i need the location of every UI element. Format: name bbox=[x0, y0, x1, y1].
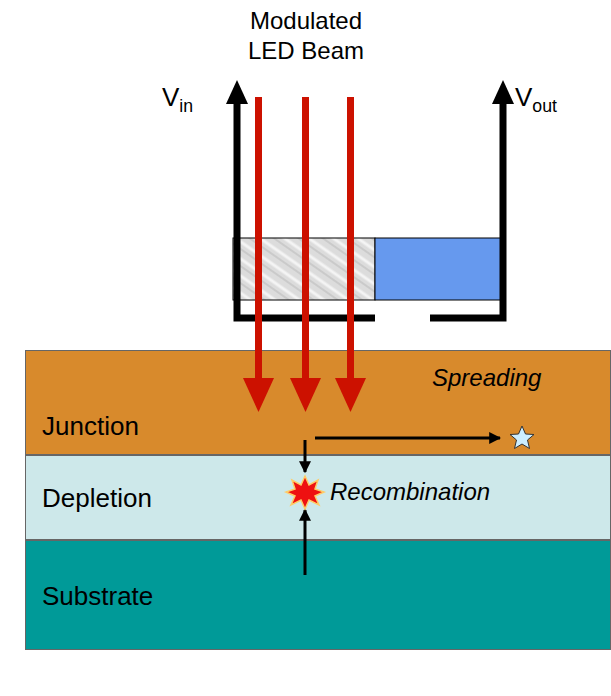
substrate-band: Substrate bbox=[25, 540, 611, 650]
signal-name: Vin bbox=[162, 82, 193, 113]
layer-name: Junction bbox=[42, 411, 139, 442]
process-label: Recombination bbox=[330, 478, 490, 506]
spread-arrow bbox=[315, 437, 500, 440]
up-arrow bbox=[304, 510, 307, 575]
down-arrow bbox=[304, 440, 307, 472]
layer-name: Substrate bbox=[42, 581, 153, 612]
layer-name: Depletion bbox=[42, 483, 152, 514]
vin-arrowhead bbox=[226, 80, 248, 104]
spreading-star bbox=[510, 426, 534, 449]
vout-arrowhead bbox=[492, 80, 514, 104]
depletion-band: Depletion bbox=[25, 455, 611, 540]
led-beam bbox=[243, 97, 366, 412]
process-label: Spreading bbox=[432, 364, 541, 392]
blue-contact bbox=[375, 238, 505, 300]
signal-name: Vout bbox=[515, 82, 557, 113]
beam-title: Modulated LED Beam bbox=[231, 6, 381, 66]
vout-wire bbox=[430, 100, 503, 318]
recombination-burst bbox=[286, 476, 324, 509]
